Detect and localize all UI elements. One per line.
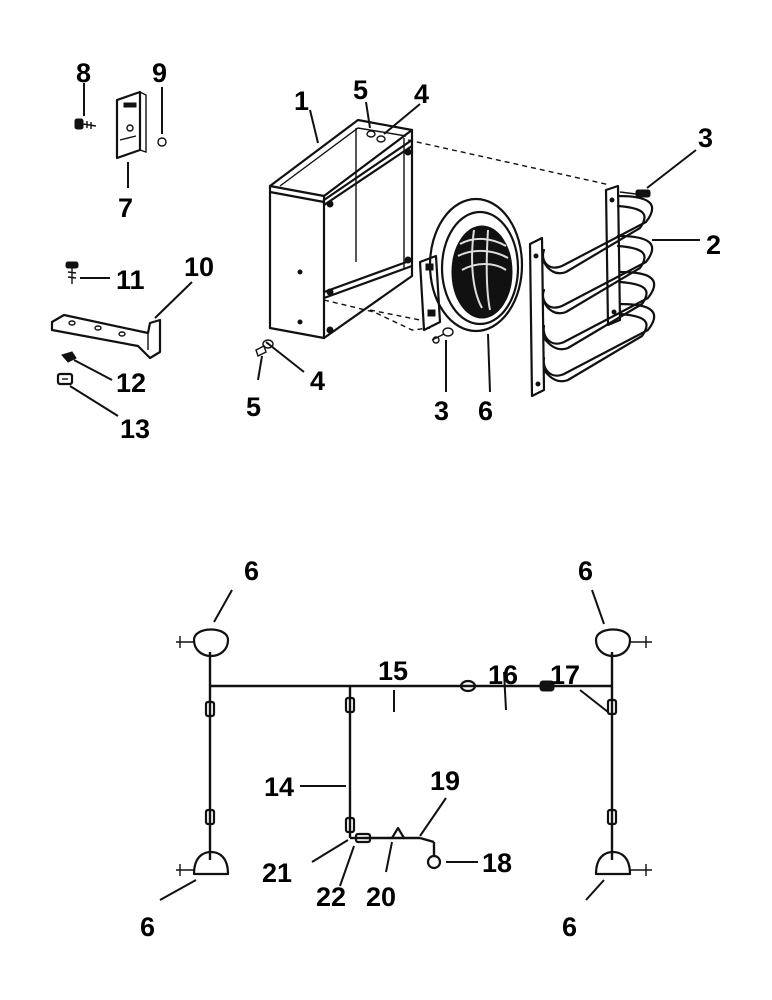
- screw-8: [74, 83, 97, 130]
- callout-22: 22: [316, 882, 346, 912]
- callout-18: 18: [482, 848, 512, 878]
- screw-3-bottom: [431, 327, 454, 392]
- callout-21: 21: [262, 858, 292, 888]
- callout-2: 2: [706, 230, 721, 260]
- upper-callouts: 1 2 3 3 4 4 5 5 6 7 8 9 10 11 12 13: [76, 58, 721, 444]
- lamp-6-bottom-right: [594, 850, 652, 876]
- lockwasher-12: [61, 351, 113, 381]
- lamp-6-bottom-left: [176, 850, 230, 876]
- connectors: [204, 679, 618, 844]
- lower-callouts: 6 6 6 6 14 15 16 17 18 19 20 21 22: [140, 556, 593, 942]
- nut-13: [56, 372, 119, 417]
- angle-bracket-10: [50, 281, 193, 360]
- callout-1: 1: [294, 86, 309, 116]
- callout-14: 14: [264, 772, 294, 802]
- exploded-assembly: [50, 83, 700, 417]
- wiring-harness: [159, 589, 652, 901]
- callout-15: 15: [378, 656, 408, 686]
- screw-3-top: [619, 149, 697, 198]
- switch-18: [426, 854, 442, 870]
- callout-6: 6: [478, 396, 493, 426]
- callout-11: 11: [116, 265, 145, 295]
- callout-3: 3: [698, 123, 713, 153]
- bolt-11: [65, 261, 110, 284]
- callout-12: 12: [116, 368, 146, 398]
- callout-6: 6: [562, 912, 577, 942]
- callout-20: 20: [366, 882, 396, 912]
- callout-13: 13: [120, 414, 150, 444]
- washer-9: [157, 87, 167, 147]
- callout-16: 16: [488, 660, 518, 690]
- callout-6: 6: [578, 556, 593, 586]
- callout-6: 6: [244, 556, 259, 586]
- callout-4: 4: [310, 366, 325, 396]
- callout-19: 19: [430, 766, 460, 796]
- callout-8: 8: [76, 58, 91, 88]
- screw-nut-bottom: [255, 339, 305, 381]
- lamp-guard-2: [528, 184, 700, 398]
- callout-9: 9: [152, 58, 167, 88]
- bracket-7: [115, 90, 147, 160]
- callout-6: 6: [140, 912, 155, 942]
- callout-10: 10: [184, 252, 214, 282]
- sealed-beam-lamp-6: [418, 197, 524, 393]
- callout-4: 4: [414, 79, 429, 109]
- callout-17: 17: [550, 660, 580, 690]
- callout-5: 5: [246, 392, 261, 422]
- callout-7: 7: [118, 193, 133, 223]
- lamp-6-top-left: [176, 628, 230, 658]
- lamp-6-top-right: [594, 628, 652, 658]
- housing-1: [268, 109, 431, 340]
- callout-3: 3: [434, 396, 449, 426]
- callout-5: 5: [353, 75, 368, 105]
